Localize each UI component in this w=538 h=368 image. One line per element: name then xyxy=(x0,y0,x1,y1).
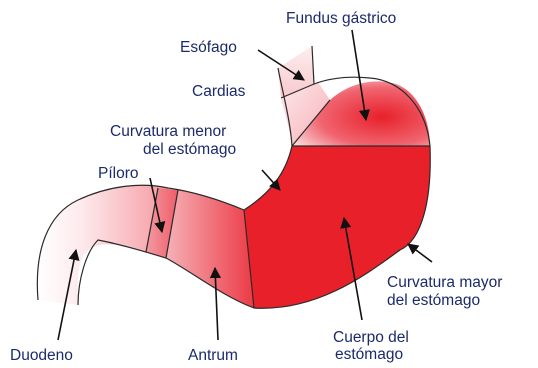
curvatura-mayor-arrow xyxy=(408,244,432,262)
fundus-label: Fundus gástrico xyxy=(286,10,396,27)
cardias-label: Cardias xyxy=(192,83,246,100)
curvatura-mayor-label-line1: Curvatura mayor xyxy=(387,274,502,291)
curvatura-menor-label-line1: Curvatura menor xyxy=(110,123,226,140)
cuerpo-label-line1: Cuerpo del xyxy=(333,329,409,346)
curvatura-menor-label-line2: del estómago xyxy=(143,141,236,158)
antrum-label: Antrum xyxy=(188,347,238,364)
cuerpo-label-line2: estómago xyxy=(335,346,403,363)
duodeno-label: Duodeno xyxy=(10,347,73,364)
esofago-label: Esófago xyxy=(180,39,237,56)
antrum-region xyxy=(166,190,254,308)
piloro-label: Píloro xyxy=(98,165,139,182)
curvatura-mayor-label-line2: del estómago xyxy=(387,292,480,309)
